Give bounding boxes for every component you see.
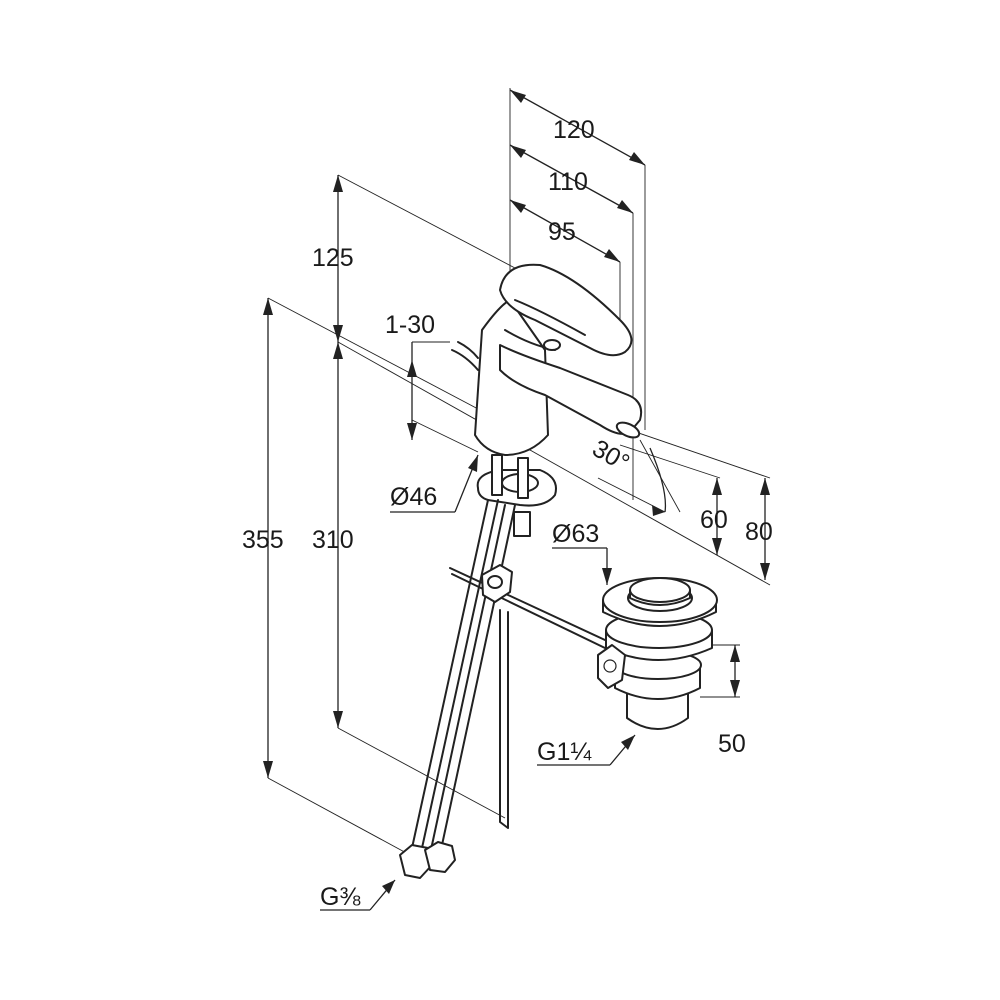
dim-80-label: 80 (745, 518, 773, 546)
supply-hoses (399, 499, 516, 879)
dim-355-label: 355 (242, 526, 284, 554)
dim-angle-30-label: 30° (587, 434, 634, 477)
dim-125-label: 125 (312, 244, 354, 272)
dim-1-30-label: 1-30 (385, 311, 435, 339)
dim-120-label: 120 (553, 116, 595, 144)
popup-rod-linkage (449, 564, 606, 649)
popup-waste (597, 577, 718, 730)
dimension-arrowheads (263, 90, 770, 894)
dim-60-label: 60 (700, 506, 728, 534)
dim-310-label: 310 (312, 526, 354, 554)
faucet-body (451, 263, 643, 537)
thread-g3-8-label: G⅜ (320, 883, 360, 911)
dim-110-label: 110 (548, 168, 588, 196)
dim-50-label: 50 (718, 730, 746, 758)
dim-diameter-63-label: Ø63 (552, 520, 599, 548)
dim-95-label: 95 (548, 218, 576, 246)
thread-g1-1-4-label: G1¼ (537, 738, 592, 766)
dim-diameter-46-label: Ø46 (390, 483, 437, 511)
dimension-lines (267, 88, 771, 911)
dimension-labels: 120 110 95 125 1-30 355 310 Ø46 30° 60 8… (242, 116, 773, 911)
